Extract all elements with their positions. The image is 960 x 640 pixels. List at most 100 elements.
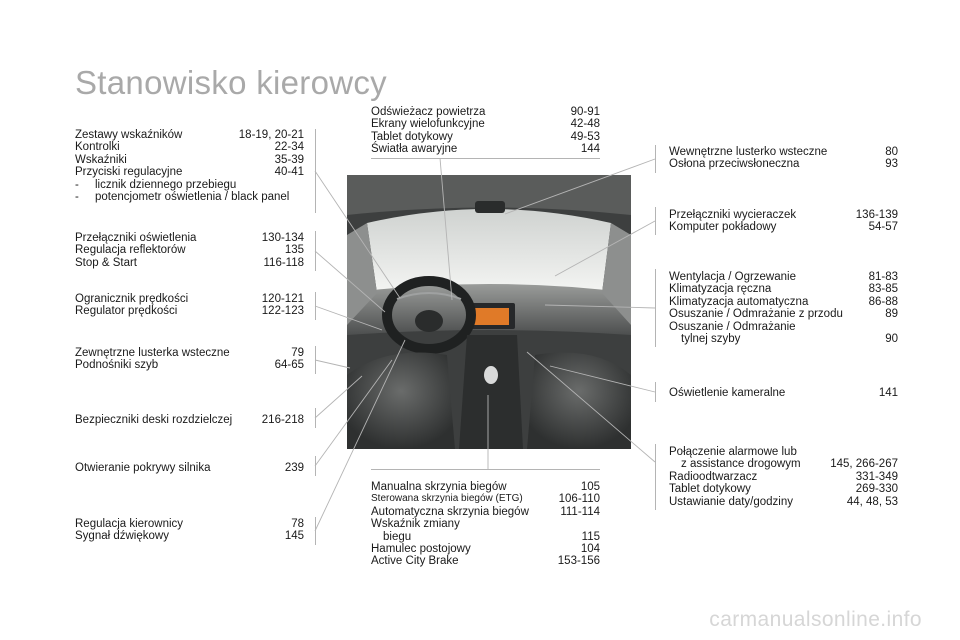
entry-label: Przyciski regulacyjne [75, 166, 183, 179]
index-row[interactable]: Zewnętrzne lusterka wsteczne 79 [75, 347, 304, 359]
entry-pages: 78 [291, 518, 304, 530]
entry-pages: 144 [580, 143, 600, 156]
entry-label: Przełączniki oświetlenia [75, 232, 197, 244]
entry-label: Ustawianie daty/godziny [669, 495, 794, 508]
index-row[interactable]: Komputer pokładowy 54-57 [669, 221, 898, 233]
passenger-seat [527, 352, 631, 449]
entry-label: Automatyczna skrzynia biegów [371, 505, 529, 518]
page-title: Stanowisko kierowcy [75, 64, 387, 101]
entry-label: Bezpieczniki deski rozdzielczej [75, 414, 233, 426]
entry-pages: 105 [580, 481, 600, 493]
index-row[interactable]: Sterowana skrzynia biegów (ETG)106-110 [371, 493, 600, 505]
group-bar [371, 158, 600, 159]
entry-label: Wentylacja / Ogrzewanie [669, 271, 796, 283]
index-row[interactable]: Sygnał dźwiękowy 145 [75, 530, 304, 542]
steering-hub [415, 310, 443, 332]
cockpit-drawing [347, 175, 631, 449]
multifunction-screen [473, 308, 509, 325]
entry-label: Regulator prędkości [75, 305, 178, 318]
entry-pages: 145 [284, 530, 304, 543]
entry-label: Stop & Start [75, 256, 138, 269]
entry-label: Światła awaryjne [371, 143, 458, 156]
entry-pages: 54-57 [868, 221, 898, 234]
entry-pages: 136-139 [855, 209, 898, 221]
group-bar [371, 469, 600, 470]
entry-label: Podnośniki szyb [75, 359, 159, 372]
entry-pages: 153-156 [557, 555, 600, 568]
entry-pages: 120-121 [261, 293, 304, 305]
group-bar [315, 517, 316, 545]
leader-line [314, 170, 401, 299]
index-row[interactable]: Stop & Start 116-118 [75, 257, 304, 269]
entry-pages: 115 [581, 530, 600, 543]
centre-console [459, 335, 523, 449]
index-row[interactable]: Wskaźnik zmiany [371, 518, 600, 530]
entry-pages: 49-53 [570, 130, 600, 143]
entry-pages: 269-330 [855, 483, 898, 496]
leader-line [439, 157, 453, 301]
index-row[interactable]: Światła awaryjne 144 [371, 143, 600, 155]
bullet-text: potencjometr oświetlenia / black panel [95, 191, 290, 204]
entry-pages: 145, 266-267 [830, 458, 898, 471]
index-row[interactable]: Osuszanie / Odmrażanie [669, 321, 898, 333]
entry-label: Sygnał dźwiękowy [75, 530, 169, 543]
entry-pages: 79 [291, 347, 304, 359]
index-row[interactable]: Podnośniki szyb 64-65 [75, 359, 304, 371]
entry-pages: 116-118 [263, 256, 305, 269]
entry-pages: 35-39 [274, 153, 304, 166]
entry-label: Zewnętrzne lusterka wsteczne [75, 347, 230, 359]
entry-pages: 141 [878, 387, 898, 399]
leader-line [549, 365, 656, 393]
entry-label: Osuszanie / Odmrażanie [669, 320, 796, 333]
entry-pages: 64-65 [274, 359, 304, 372]
leader-line [314, 305, 383, 331]
windscreen [367, 209, 611, 293]
entry-label: Komputer pokładowy [669, 221, 777, 234]
entry-pages: 239 [284, 462, 304, 474]
index-row[interactable]: Połączenie alarmowe lub [669, 446, 898, 458]
group-emergency: Połączenie alarmowe lub z assistance dro… [669, 446, 898, 508]
entry-label: Sterowana skrzynia biegów (ETG) [371, 493, 523, 505]
leader-line [504, 158, 656, 215]
entry-label: Osuszanie / Odmrażanie z przodu [669, 308, 843, 321]
entry-pages: 22-34 [274, 141, 304, 154]
group-bar [655, 382, 656, 402]
group-bar [655, 207, 656, 235]
